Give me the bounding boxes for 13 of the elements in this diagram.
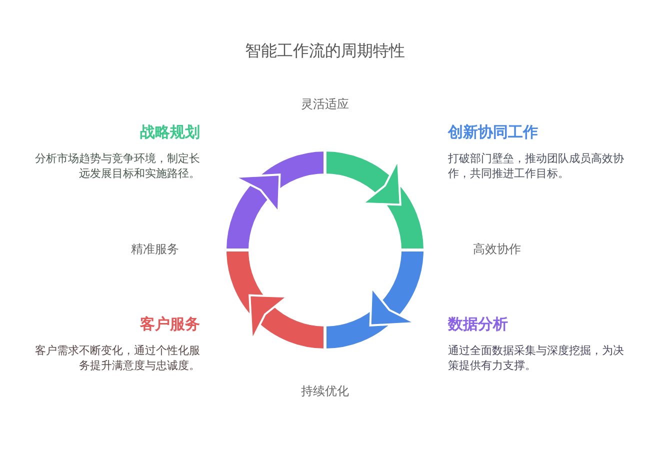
diagram-title: 智能工作流的周期特性 [244, 40, 406, 62]
phase-label: 高效协作 [472, 241, 522, 258]
description-text: 打破部门壁垒，推动团队成员高效协作，共同推进工作目标。 [448, 152, 625, 182]
phase-label: 持续优化 [300, 383, 350, 400]
phase-label: 灵活适应 [300, 96, 350, 112]
section-heading: 创新协同工作 [448, 122, 539, 142]
description-text: 通过全面数据采集与深度挖掘，为决策提供有力支撑。 [448, 344, 625, 374]
description-text: 客户需求不断变化，通过个性化服务提升满意度与忠诚度。 [34, 344, 200, 374]
section-heading: 客户服务 [139, 314, 200, 334]
section-heading: 数据分析 [448, 314, 509, 334]
description-text: 分析市场趋势与竞争环境，制定长远发展目标和实施路径。 [34, 152, 200, 182]
phase-label: 精准服务 [130, 241, 180, 258]
section-heading: 战略规划 [139, 122, 200, 142]
